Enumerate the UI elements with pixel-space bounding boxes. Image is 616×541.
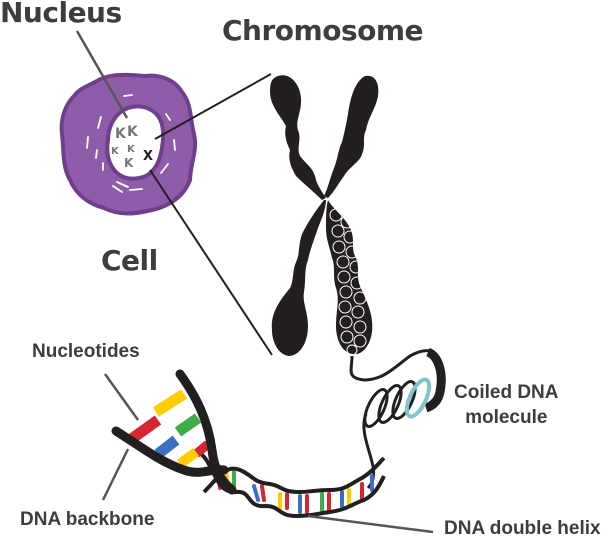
chromosome-upper-right-arm bbox=[324, 75, 379, 198]
nucleotide-red bbox=[193, 440, 211, 458]
helix-pointer-line bbox=[307, 514, 434, 534]
nucleotide-yellow bbox=[153, 389, 187, 417]
dna-double-helix-label: DNA double helix bbox=[444, 518, 601, 539]
nucleus-label: Nucleus bbox=[0, 0, 122, 29]
chromosome-lower-right-arm bbox=[326, 200, 373, 355]
coil-loop bbox=[391, 380, 417, 420]
chromosome-upper-left-arm bbox=[270, 75, 326, 200]
svg-text:K: K bbox=[127, 144, 136, 155]
svg-text:K: K bbox=[115, 126, 127, 142]
nucleotide-red bbox=[126, 415, 162, 445]
nucleotide-ladder bbox=[111, 369, 237, 495]
nucleus-body bbox=[105, 104, 166, 181]
dna-backbone-label: DNA backbone bbox=[20, 509, 155, 530]
nucleotide-green bbox=[174, 413, 202, 437]
chromatin-beads bbox=[329, 208, 367, 356]
chromosome-label: Chromosome bbox=[222, 14, 424, 47]
nucleus-chromosomes: K K K K K X bbox=[111, 124, 153, 170]
nucleus-pointer-line bbox=[75, 30, 129, 119]
chromosome bbox=[270, 75, 379, 356]
nucleotides-label: Nucleotides bbox=[32, 341, 140, 362]
helix-strand-b bbox=[202, 456, 386, 495]
coiled-dna-label-line1: Coiled DNA bbox=[454, 382, 559, 403]
coiled-dna-label: Coiled DNA molecule bbox=[454, 380, 559, 430]
coil-end-thick bbox=[424, 347, 446, 413]
cytoplasm-marks bbox=[86, 94, 176, 193]
chromosome-lower-left-arm bbox=[271, 200, 326, 356]
coiled-dna bbox=[349, 347, 446, 490]
coil-loop bbox=[377, 384, 403, 424]
coiled-dna-label-line2: molecule bbox=[465, 407, 548, 428]
svg-text:K: K bbox=[111, 146, 120, 157]
svg-text:K: K bbox=[127, 124, 139, 140]
coil-loop bbox=[363, 388, 389, 428]
zoom-line-top bbox=[154, 73, 272, 140]
dna-backbone-strand bbox=[111, 426, 229, 477]
nucleotides-pointer-line bbox=[103, 373, 140, 421]
coil-connector bbox=[349, 349, 440, 382]
backbone-pointer-line bbox=[101, 448, 130, 501]
svg-text:K: K bbox=[124, 156, 134, 170]
cell-label: Cell bbox=[101, 244, 158, 277]
coil-loop-highlight bbox=[404, 377, 432, 419]
zoom-line-bottom bbox=[149, 169, 273, 356]
dna-backbone-strand bbox=[175, 369, 237, 495]
svg-text:X: X bbox=[143, 149, 153, 164]
nucleotide-yellow bbox=[177, 448, 199, 468]
nucleotide-blue bbox=[154, 435, 180, 459]
cell: K K K K K X bbox=[59, 72, 198, 216]
